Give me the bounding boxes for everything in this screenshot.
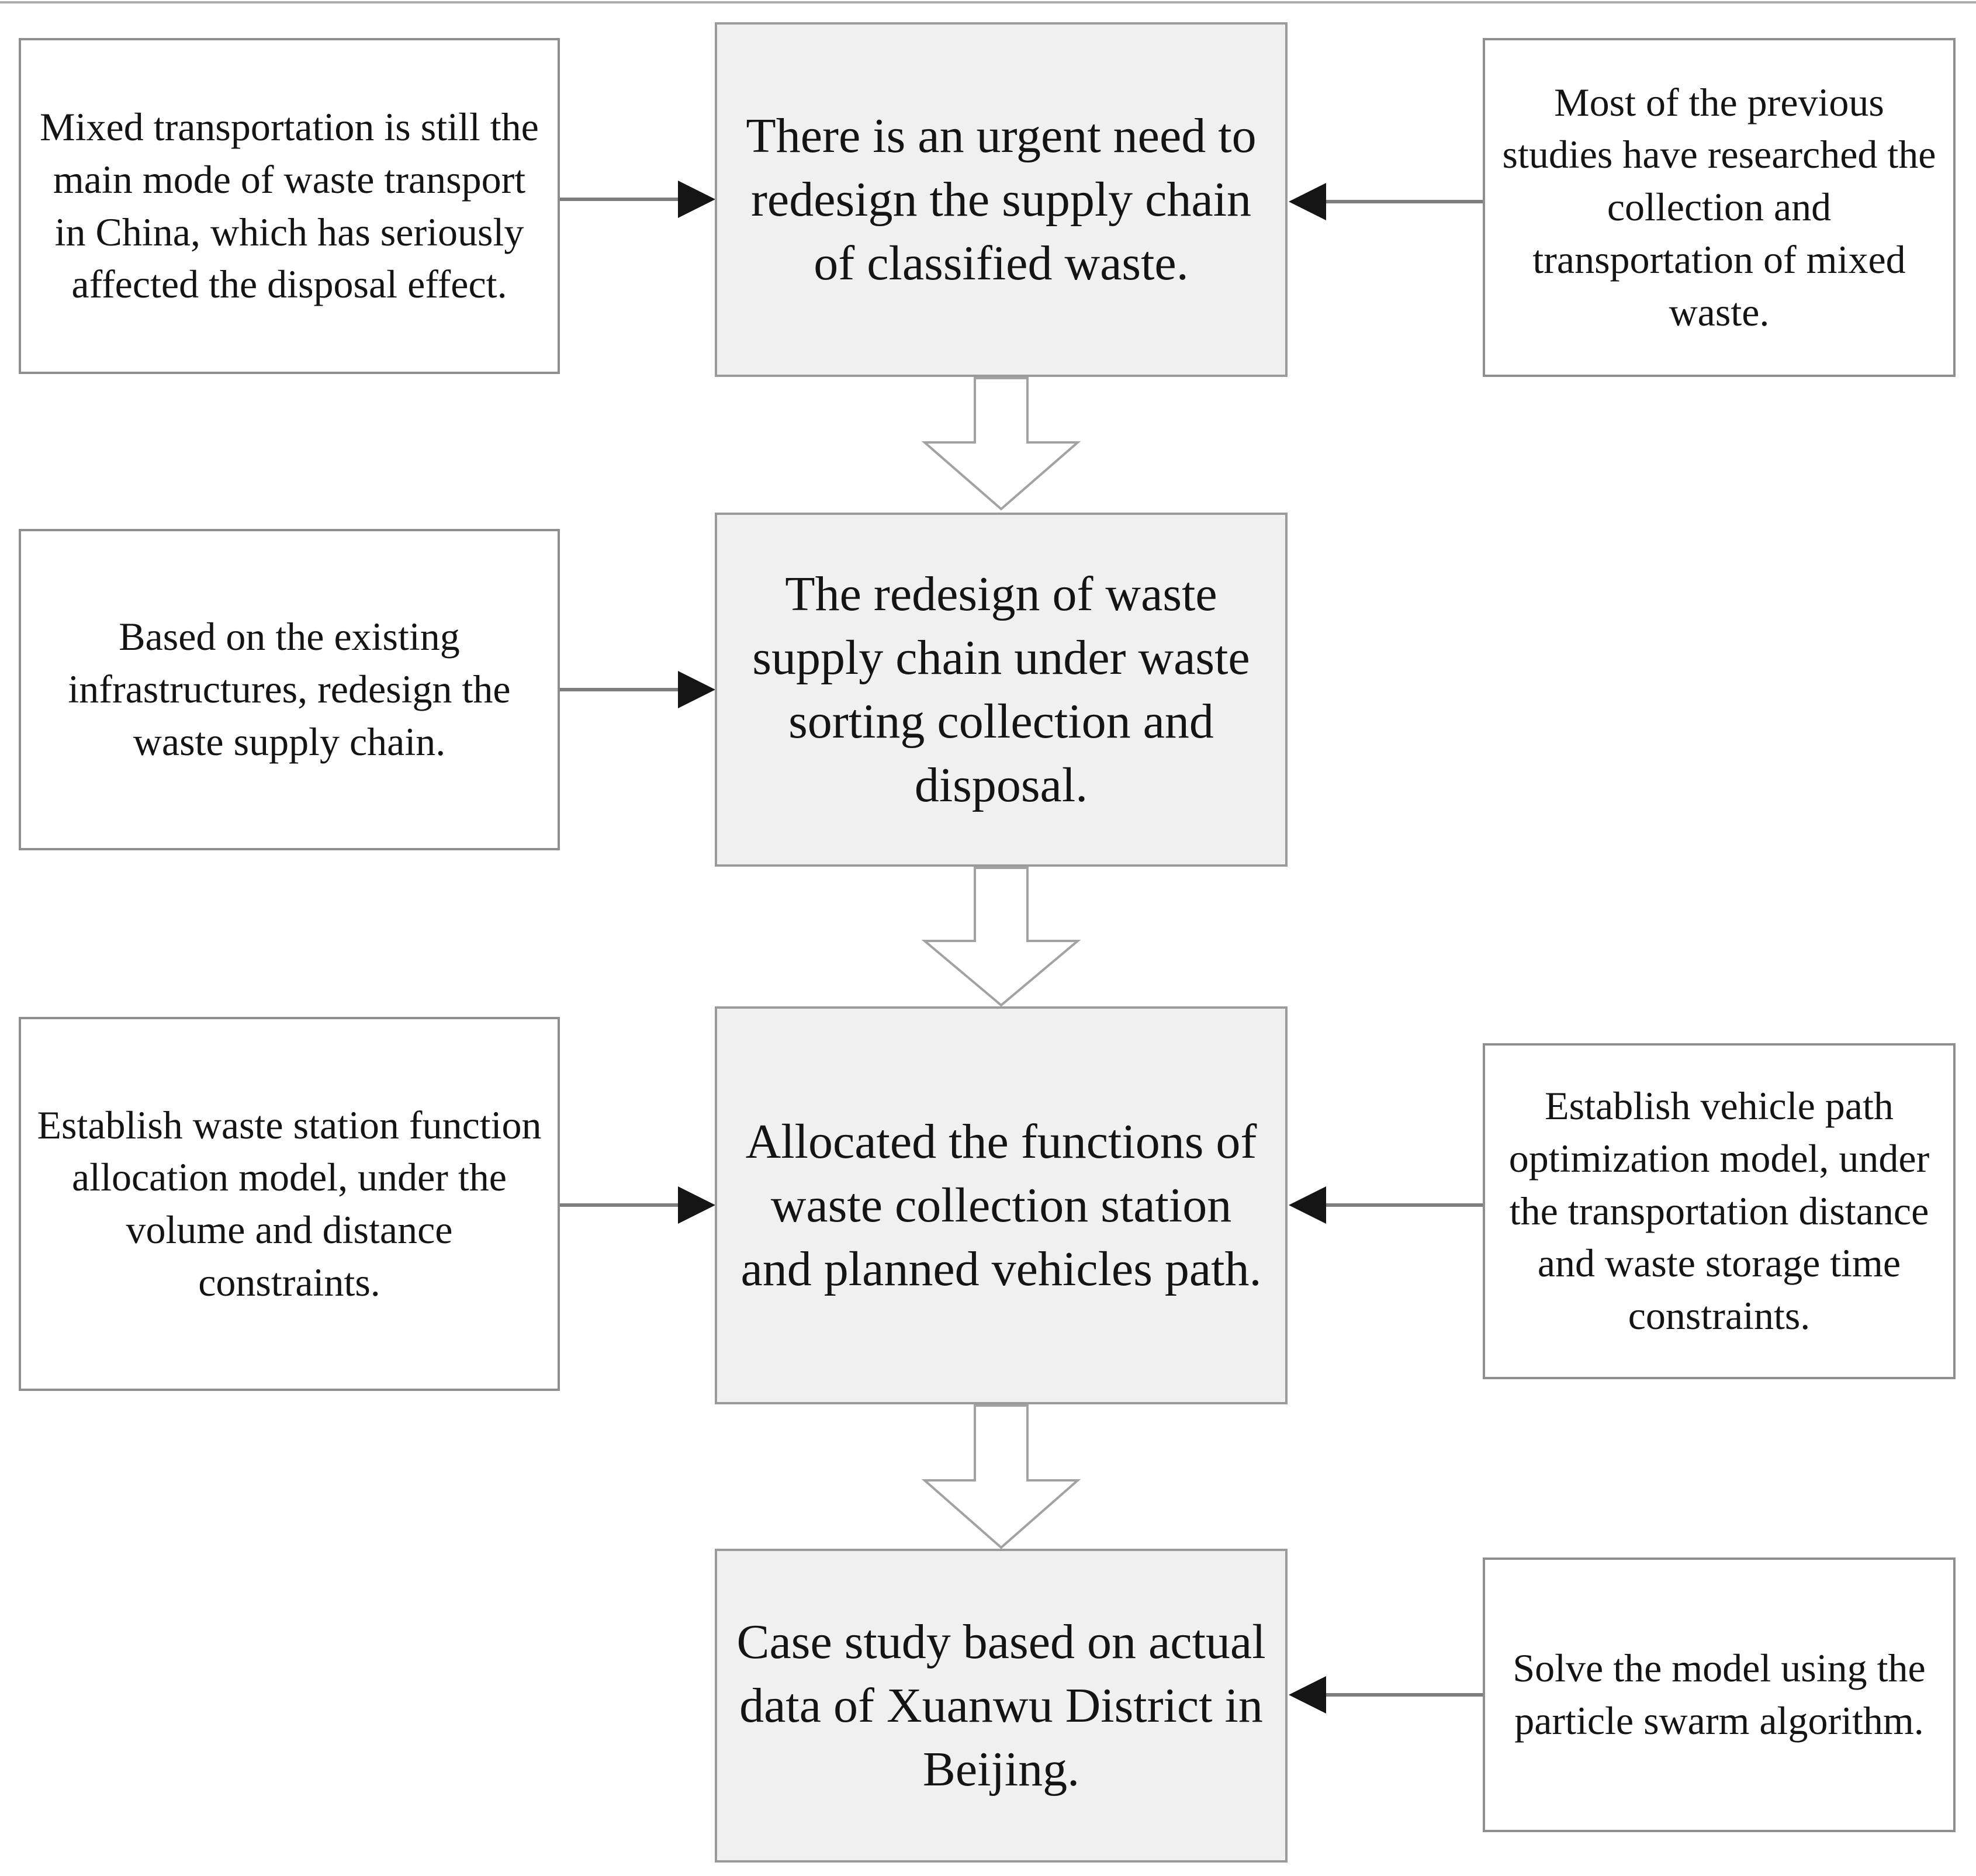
left-arrowhead-icon bbox=[1289, 183, 1326, 220]
arrow-row3-right-to-center bbox=[1289, 1186, 1483, 1224]
box-vehicle-path-model-text: Establish vehicle path optimization mode… bbox=[1508, 1084, 1930, 1338]
box-allocated-functions-text: Allocated the functions of waste collect… bbox=[740, 1114, 1262, 1297]
box-previous-studies-text: Most of the previous studies have resear… bbox=[1502, 79, 1936, 334]
box-mixed-transportation-text: Mixed transportation is still the main m… bbox=[40, 105, 539, 307]
box-redesign-supply-chain-text: The redesign of waste supply chain under… bbox=[752, 566, 1250, 813]
arrow-row1-left-to-center bbox=[560, 181, 715, 218]
arrow-row2-left-to-center bbox=[560, 671, 715, 708]
box-case-study-text: Case study based on actual data of Xuanw… bbox=[736, 1614, 1266, 1797]
box-existing-infrastructures: Based on the existing infrastructures, r… bbox=[19, 529, 560, 850]
block-down-arrow-1 bbox=[921, 377, 1081, 511]
box-mixed-transportation: Mixed transportation is still the main m… bbox=[19, 38, 560, 374]
right-arrowhead-icon bbox=[678, 1186, 715, 1224]
block-down-arrow-2 bbox=[921, 867, 1081, 1007]
right-arrowhead-icon bbox=[678, 181, 715, 218]
box-allocated-functions: Allocated the functions of waste collect… bbox=[715, 1006, 1288, 1404]
box-particle-swarm: Solve the model using the particle swarm… bbox=[1483, 1557, 1956, 1832]
box-station-allocation-model-text: Establish waste station function allocat… bbox=[37, 1102, 542, 1304]
box-redesign-supply-chain: The redesign of waste supply chain under… bbox=[715, 513, 1288, 867]
box-station-allocation-model: Establish waste station function allocat… bbox=[19, 1017, 560, 1391]
box-case-study: Case study based on actual data of Xuanw… bbox=[715, 1549, 1288, 1863]
block-down-arrow-3 bbox=[921, 1404, 1081, 1549]
box-vehicle-path-model: Establish vehicle path optimization mode… bbox=[1483, 1043, 1956, 1379]
box-previous-studies: Most of the previous studies have resear… bbox=[1483, 38, 1956, 377]
box-urgent-need-redesign-text: There is an urgent need to redesign the … bbox=[746, 108, 1257, 291]
arrow-row1-right-to-center bbox=[1289, 183, 1483, 220]
left-arrowhead-icon bbox=[1289, 1676, 1326, 1714]
arrow-row4-right-to-center bbox=[1289, 1676, 1483, 1714]
arrow-row3-left-to-center bbox=[560, 1186, 715, 1224]
box-existing-infrastructures-text: Based on the existing infrastructures, r… bbox=[68, 614, 511, 764]
left-arrowhead-icon bbox=[1289, 1186, 1326, 1224]
box-urgent-need-redesign: There is an urgent need to redesign the … bbox=[715, 22, 1288, 377]
box-particle-swarm-text: Solve the model using the particle swarm… bbox=[1513, 1646, 1926, 1743]
right-arrowhead-icon bbox=[678, 671, 715, 708]
